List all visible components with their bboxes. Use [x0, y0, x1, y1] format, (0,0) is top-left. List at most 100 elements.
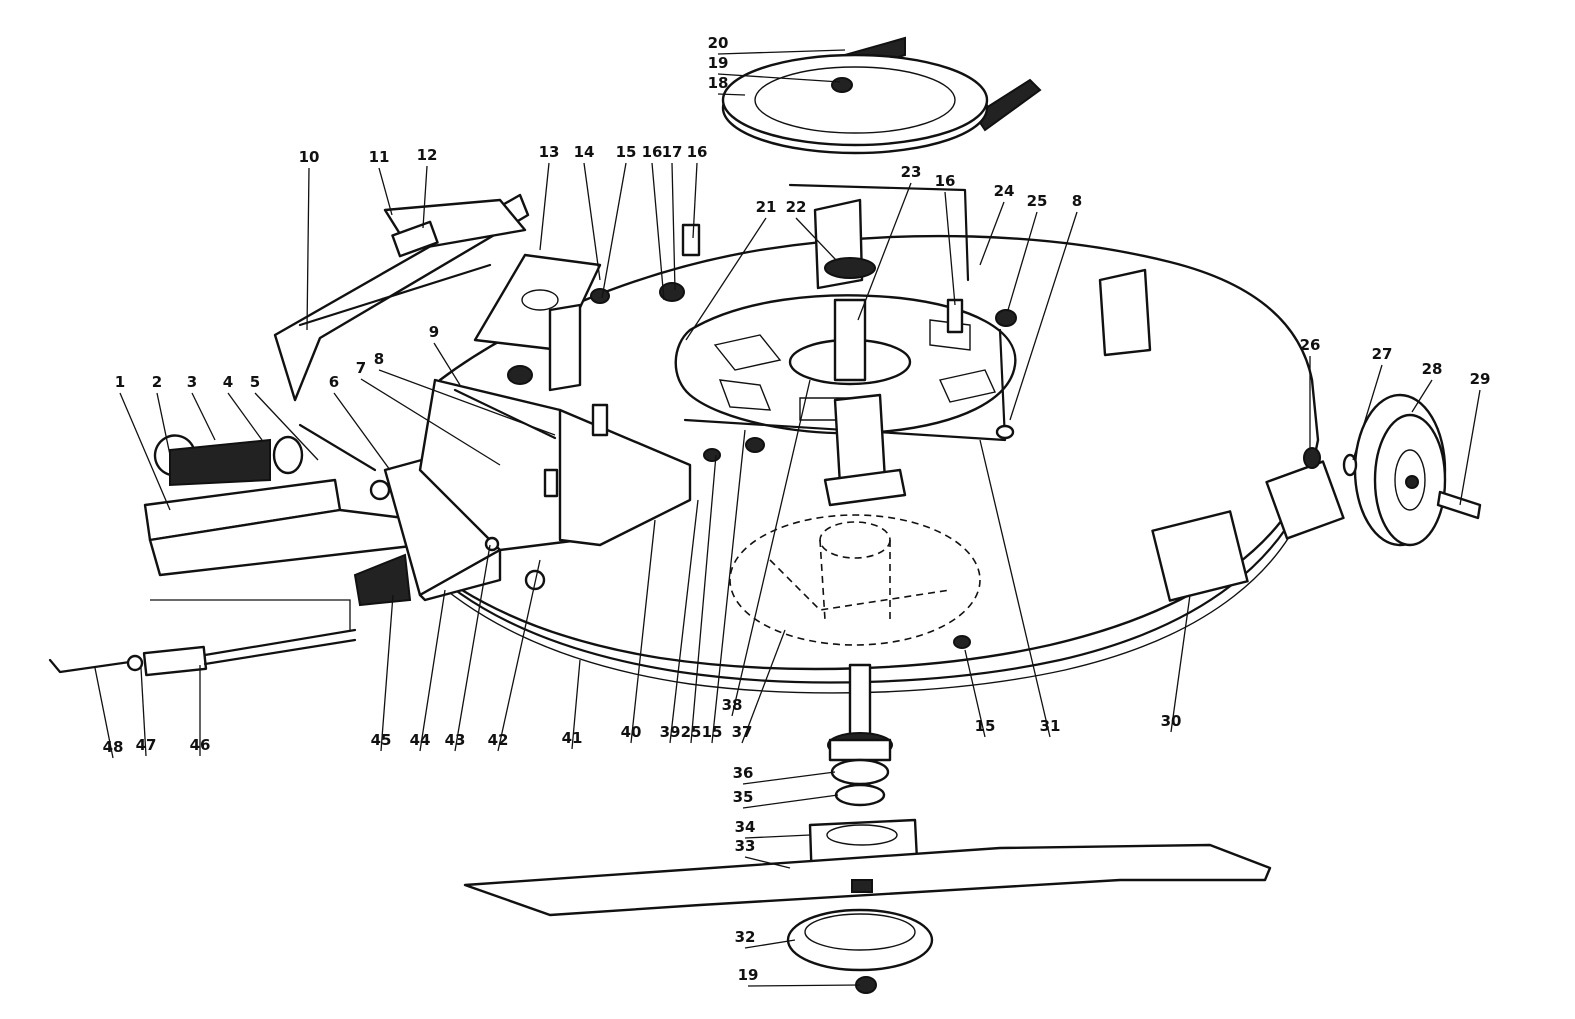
callout-label: 24 — [994, 182, 1015, 200]
deck-label-plate — [1151, 510, 1249, 602]
upper-pulley — [721, 36, 1042, 155]
callout-label: 12 — [417, 146, 438, 164]
callout-leader-line — [119, 392, 171, 511]
callout-leader-line — [360, 378, 501, 466]
callout-label: 25 — [681, 723, 702, 741]
callout-label: 23 — [901, 163, 922, 181]
callout-leader-line — [744, 834, 811, 839]
callout-leader-line — [601, 162, 627, 299]
callout-leader-line — [651, 162, 665, 301]
callout-label: 48 — [103, 738, 124, 756]
callout-label: 43 — [445, 731, 466, 749]
callout-leader-line — [378, 369, 556, 436]
callout-leader-line — [454, 544, 491, 752]
callout-label: 22 — [786, 198, 807, 216]
callout-leader-line — [669, 499, 699, 744]
callout-leader-line — [979, 201, 1005, 266]
callout-label: 11 — [369, 148, 390, 166]
spring-3 — [169, 438, 271, 487]
callout-label: 16 — [935, 172, 956, 190]
callout-leader-line — [742, 794, 839, 809]
leader-lines — [94, 49, 1481, 987]
callout-label: 19 — [738, 966, 759, 984]
callout-leader-line — [690, 454, 717, 744]
callout-leader-line — [671, 162, 676, 291]
callout-label: 33 — [735, 837, 756, 855]
callout-leader-line — [747, 984, 861, 987]
callout-label: 45 — [371, 731, 392, 749]
callout-leader-line — [944, 191, 956, 306]
callout-label: 7 — [356, 359, 366, 377]
callout-label: 25 — [1027, 192, 1048, 210]
callout-leader-line — [964, 649, 986, 738]
callout-leader-line — [378, 167, 393, 216]
idler-bracket — [273, 193, 530, 402]
callout-label: 15 — [616, 143, 637, 161]
spindle-stack — [463, 663, 1272, 994]
callout-leader-line — [1170, 594, 1191, 733]
callout-leader-line — [741, 629, 786, 744]
callout-label: 13 — [539, 143, 560, 161]
callout-leader-line — [692, 162, 698, 239]
callout-leader-line — [227, 392, 263, 441]
callout-label: 8 — [1072, 192, 1082, 210]
callout-leader-line — [140, 667, 147, 757]
callout-leader-line — [333, 392, 391, 471]
callout-label: 2 — [152, 373, 162, 391]
callout-label: 3 — [187, 373, 197, 391]
callout-leader-line — [685, 217, 767, 341]
callout-label: 27 — [1372, 345, 1393, 363]
callout-label: 20 — [708, 34, 729, 52]
callout-label: 38 — [722, 696, 743, 714]
callout-leader-line — [744, 939, 796, 949]
callout-leader-line — [1411, 379, 1433, 413]
hardware — [543, 223, 1017, 649]
callout-label: 26 — [1300, 336, 1321, 354]
callout-leader-line — [254, 392, 319, 461]
callout-leader-line — [717, 93, 746, 96]
callout-leader-line — [191, 392, 216, 441]
callout-leader-line — [94, 667, 114, 759]
callout-label: 8 — [374, 350, 384, 368]
blade-adapter — [729, 514, 981, 646]
callout-leader-line — [717, 49, 846, 55]
callout-leader-line — [979, 439, 1051, 738]
callout-label: 15 — [702, 723, 723, 741]
callout-label: 31 — [1040, 717, 1061, 735]
callout-label: 18 — [708, 74, 729, 92]
callout-leader-line — [857, 182, 912, 321]
callout-label: 37 — [732, 723, 753, 741]
callout-leader-line — [795, 217, 837, 261]
callout-leader-line — [497, 559, 541, 752]
callout-label: 4 — [223, 373, 233, 391]
callout-leader-line — [419, 589, 446, 752]
callout-label: 46 — [190, 736, 211, 754]
callout-leader-line — [380, 594, 394, 752]
callout-label: 42 — [488, 731, 509, 749]
callout-label: 39 — [660, 723, 681, 741]
callout-label: 19 — [708, 54, 729, 72]
callout-label: 10 — [299, 148, 320, 166]
callout-label: 5 — [250, 373, 260, 391]
callout-leader-line — [742, 771, 836, 785]
callout-label: 32 — [735, 928, 756, 946]
callout-leader-line — [630, 519, 656, 744]
callout-label: 1 — [115, 373, 125, 391]
callout-label: 15 — [975, 717, 996, 735]
callout-leader-line — [1007, 211, 1038, 311]
callout-label: 35 — [733, 788, 754, 806]
callout-label: 16 — [687, 143, 708, 161]
callout-label: 36 — [733, 764, 754, 782]
callout-leader-line — [422, 165, 428, 229]
callout-leader-line — [306, 167, 310, 331]
callout-label: 29 — [1470, 370, 1491, 388]
callout-leader-line — [156, 392, 171, 456]
callout-label: 40 — [621, 723, 642, 741]
callout-label: 17 — [662, 143, 683, 161]
callout-leader-line — [571, 659, 581, 750]
callout-label: 9 — [429, 323, 439, 341]
wheel-assembly — [1303, 393, 1482, 547]
callout-leader-line — [731, 379, 811, 717]
